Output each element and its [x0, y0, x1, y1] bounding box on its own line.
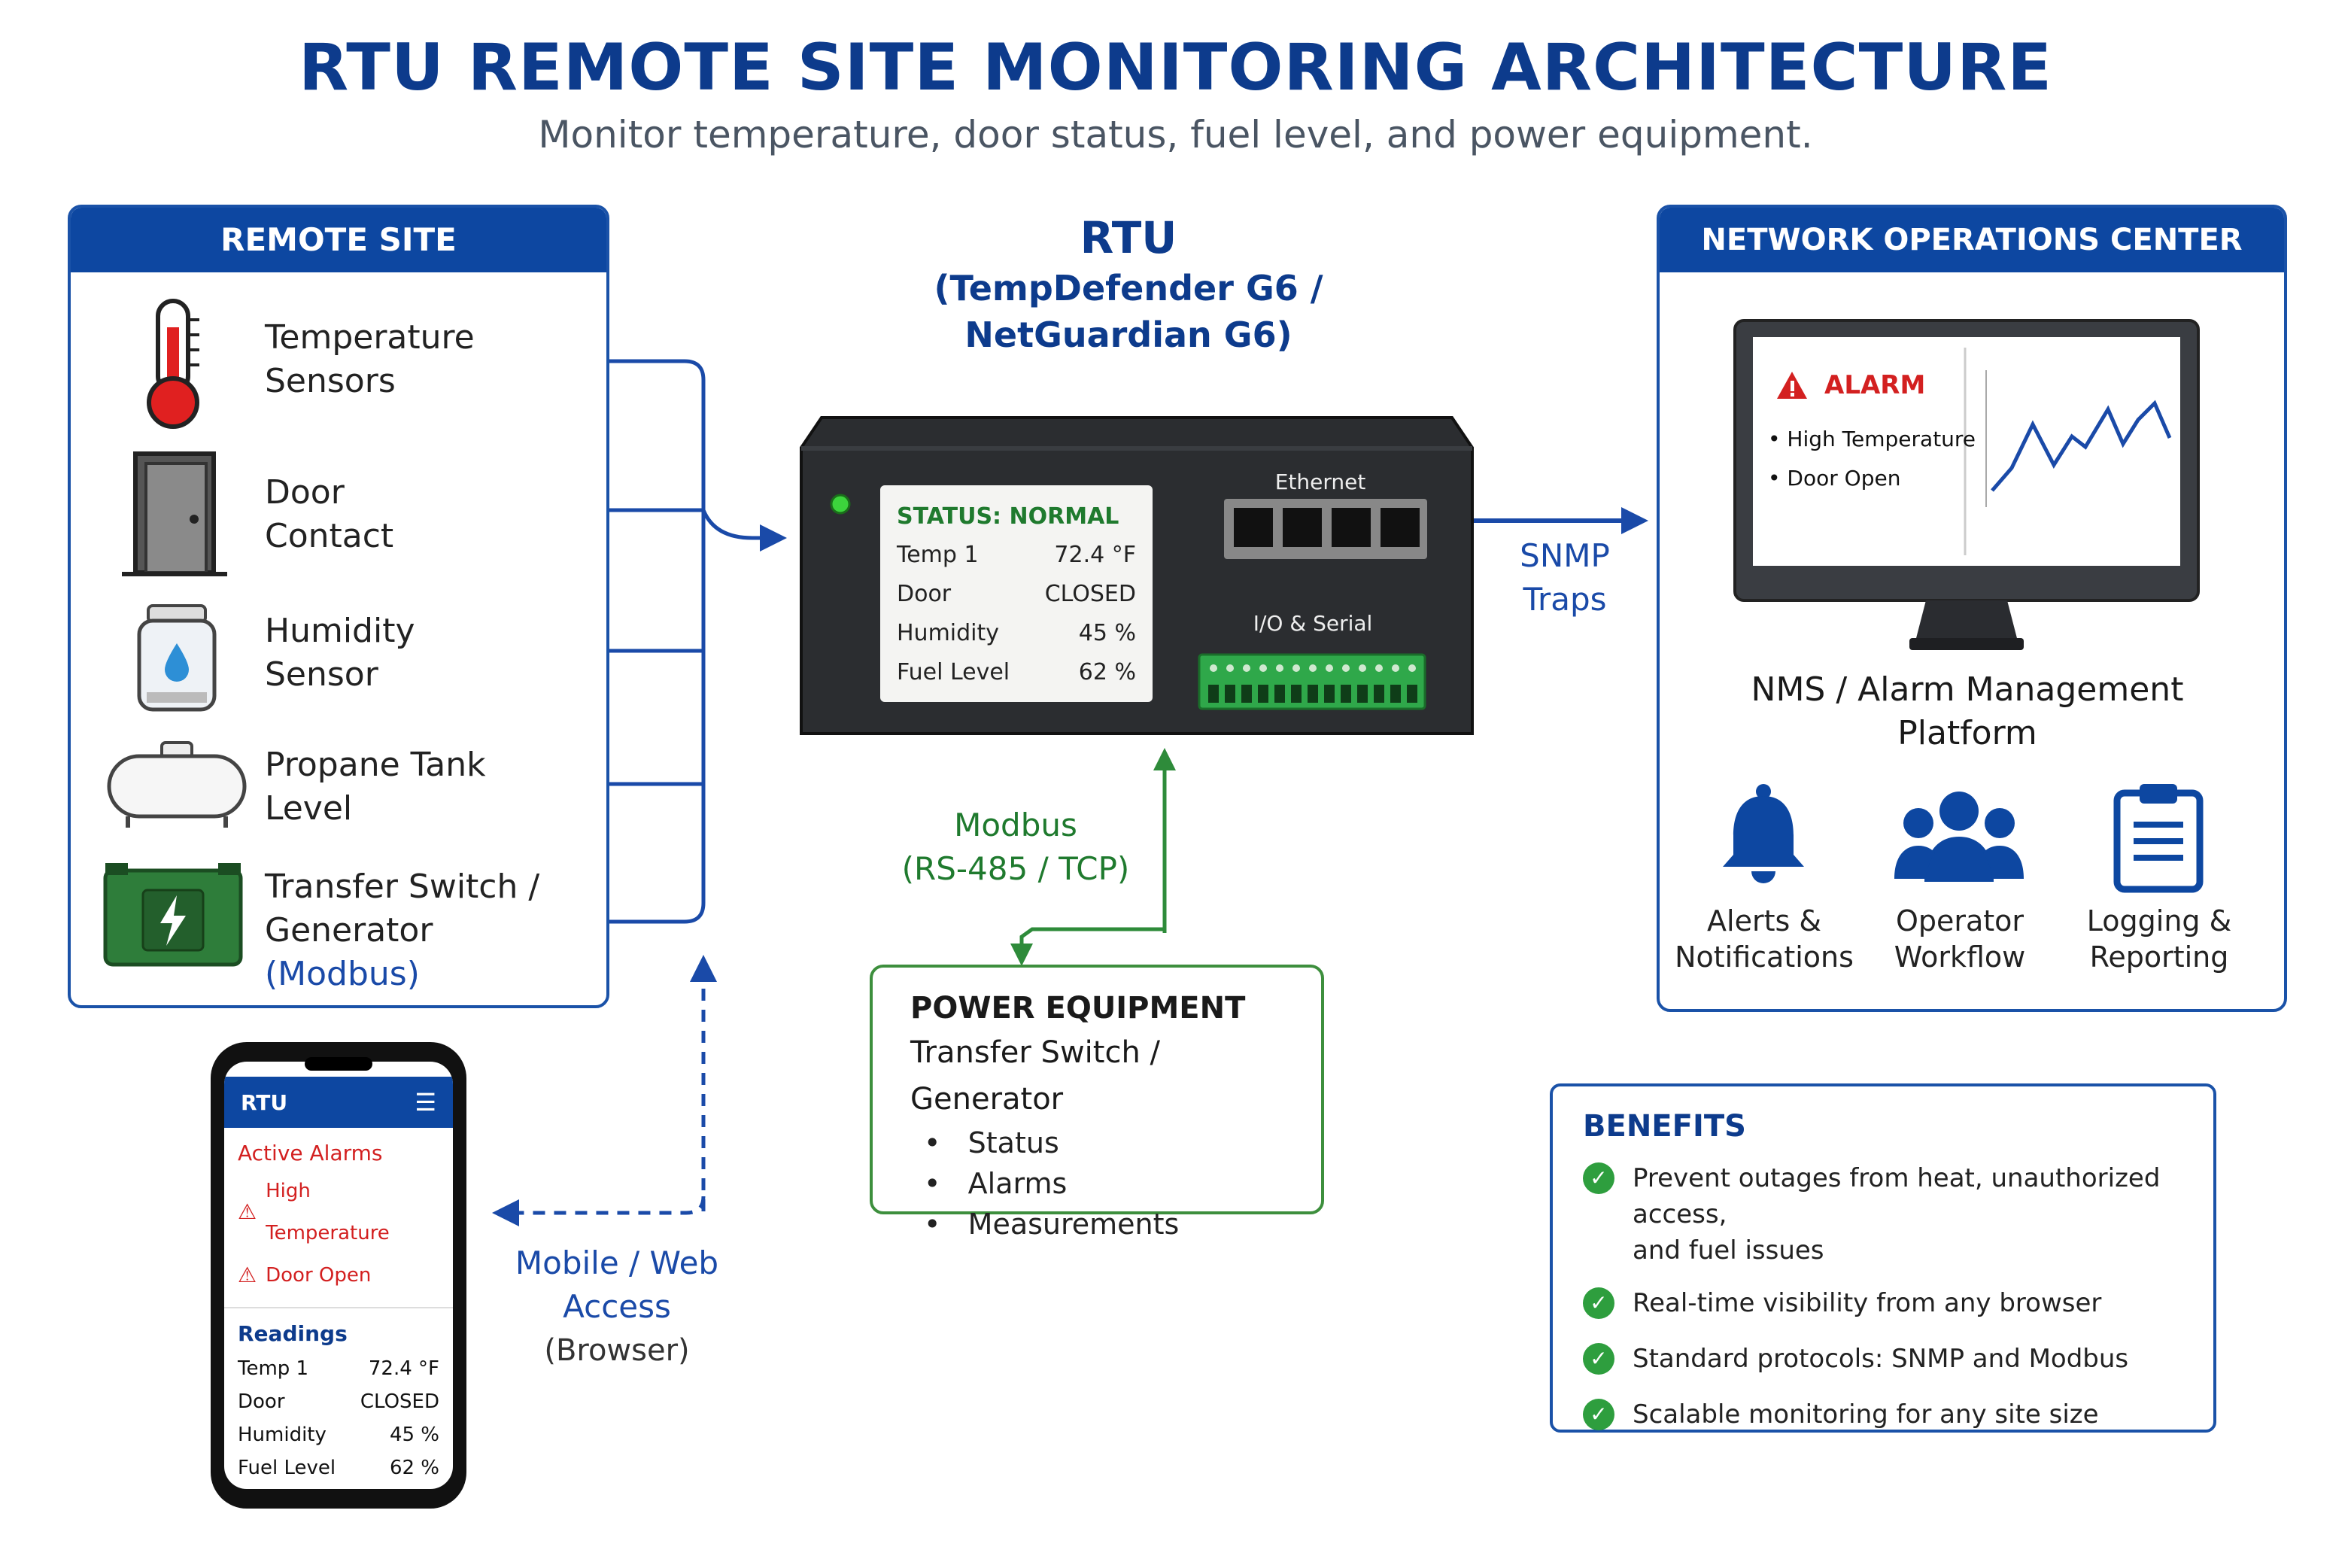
benefit-item: ✓ Scalable monitoring for any site size	[1583, 1396, 2183, 1433]
sensor-label-propane: Propane Tank Level	[265, 746, 486, 828]
phone-notch	[305, 1057, 372, 1071]
mobile-phone: RTU ☰ Active Alarms ⚠High Temperature ⚠D…	[211, 1042, 466, 1509]
users-icon	[1894, 792, 2024, 882]
rtu-title: RTU	[1080, 212, 1177, 263]
check-icon: ✓	[1583, 1343, 1614, 1375]
phone-readings-heading: Readings	[238, 1321, 348, 1346]
power-equipment-subtitle: Transfer Switch / Generator	[910, 1035, 1160, 1117]
page-title: RTU REMOTE SITE MONITORING ARCHITECTURE	[298, 30, 2053, 105]
propane-tank-icon	[107, 741, 247, 828]
thermometer-icon	[147, 299, 199, 429]
power-equipment-bullet: • Alarms	[924, 1167, 1068, 1200]
mobile-access-arrow-left	[492, 1196, 706, 1226]
sensor-label-temperature: Temperature Sensors	[265, 318, 475, 400]
phone-alarm-item[interactable]: ⚠Door Open	[238, 1254, 439, 1296]
power-equipment-title: POWER EQUIPMENT	[910, 991, 1246, 1026]
check-icon: ✓	[1583, 1287, 1614, 1319]
humidity-sensor-icon	[137, 604, 217, 712]
check-icon: ✓	[1583, 1162, 1614, 1194]
phone-app-header: RTU ☰	[224, 1077, 453, 1128]
sensor-label-generator: Transfer Switch / Generator (Modbus)	[265, 868, 540, 993]
benefit-item: ✓ Prevent outages from heat, unauthorize…	[1583, 1160, 2183, 1269]
remote-site-heading: REMOTE SITE	[71, 208, 606, 272]
power-equipment-bullet: • Status	[924, 1126, 1059, 1159]
bell-icon	[1723, 784, 1804, 883]
noc-alarm-list: • High Temperature • Door Open	[1768, 427, 1976, 491]
feature-operator-workflow: Operator Workflow	[1894, 904, 2026, 974]
phone-screen: RTU ☰ Active Alarms ⚠High Temperature ⚠D…	[224, 1062, 453, 1489]
mobile-web-access-label: Mobile / Web Access (Browser)	[515, 1244, 719, 1368]
warning-icon: ⚠	[238, 1263, 257, 1287]
nms-monitor-icon	[1733, 319, 2200, 650]
io-serial-label: I/O & Serial	[1253, 611, 1373, 636]
bus-to-rtu-arrow	[701, 509, 787, 552]
ethernet-label: Ethernet	[1274, 469, 1366, 494]
feature-logging-reporting: Logging & Reporting	[2086, 904, 2232, 974]
benefits-box: BENEFITS ✓ Prevent outages from heat, un…	[1550, 1083, 2216, 1433]
benefits-heading: BENEFITS	[1583, 1109, 1746, 1144]
noc-alarm-label: ALARM	[1824, 370, 1926, 400]
status-led	[830, 494, 851, 515]
power-equipment-box: POWER EQUIPMENT Transfer Switch / Genera…	[870, 965, 1324, 1241]
page-subtitle: Monitor temperature, door status, fuel l…	[538, 113, 1813, 156]
check-icon: ✓	[1583, 1399, 1614, 1430]
feature-alerts: Alerts & Notifications	[1675, 904, 1854, 974]
phone-alarm-item[interactable]: ⚠High Temperature	[238, 1180, 390, 1244]
generator-icon	[103, 863, 243, 967]
phone-app-title: RTU	[241, 1089, 288, 1115]
power-equipment-bullet: • Measurements	[924, 1208, 1180, 1241]
door-icon	[122, 451, 227, 576]
phone-divider	[224, 1307, 453, 1308]
sensor-label-door: Door Contact	[265, 473, 394, 555]
benefit-item: ✓ Real-time visibility from any browser	[1583, 1285, 2183, 1321]
benefit-item: ✓ Standard protocols: SNMP and Modbus	[1583, 1341, 2183, 1377]
modbus-label: Modbus (RS-485 / TCP)	[901, 807, 1130, 887]
hamburger-menu-icon[interactable]: ☰	[415, 1088, 436, 1117]
clipboard-icon	[2113, 784, 2204, 893]
snmp-traps-label: SNMP Traps	[1520, 537, 1610, 618]
rtu-status: STATUS: NORMAL	[897, 503, 1119, 530]
noc-heading: NETWORK OPERATIONS CENTER (NOC)	[1660, 208, 2284, 322]
rtu-model: (TempDefender G6 / NetGuardian G6)	[934, 268, 1323, 355]
sensor-label-humidity: Humidity Sensor	[265, 612, 415, 694]
warning-icon: ⚠	[238, 1199, 257, 1224]
nms-platform-label: NMS / Alarm Management Platform	[1751, 670, 2184, 752]
phone-active-alarms-heading: Active Alarms	[238, 1141, 383, 1165]
